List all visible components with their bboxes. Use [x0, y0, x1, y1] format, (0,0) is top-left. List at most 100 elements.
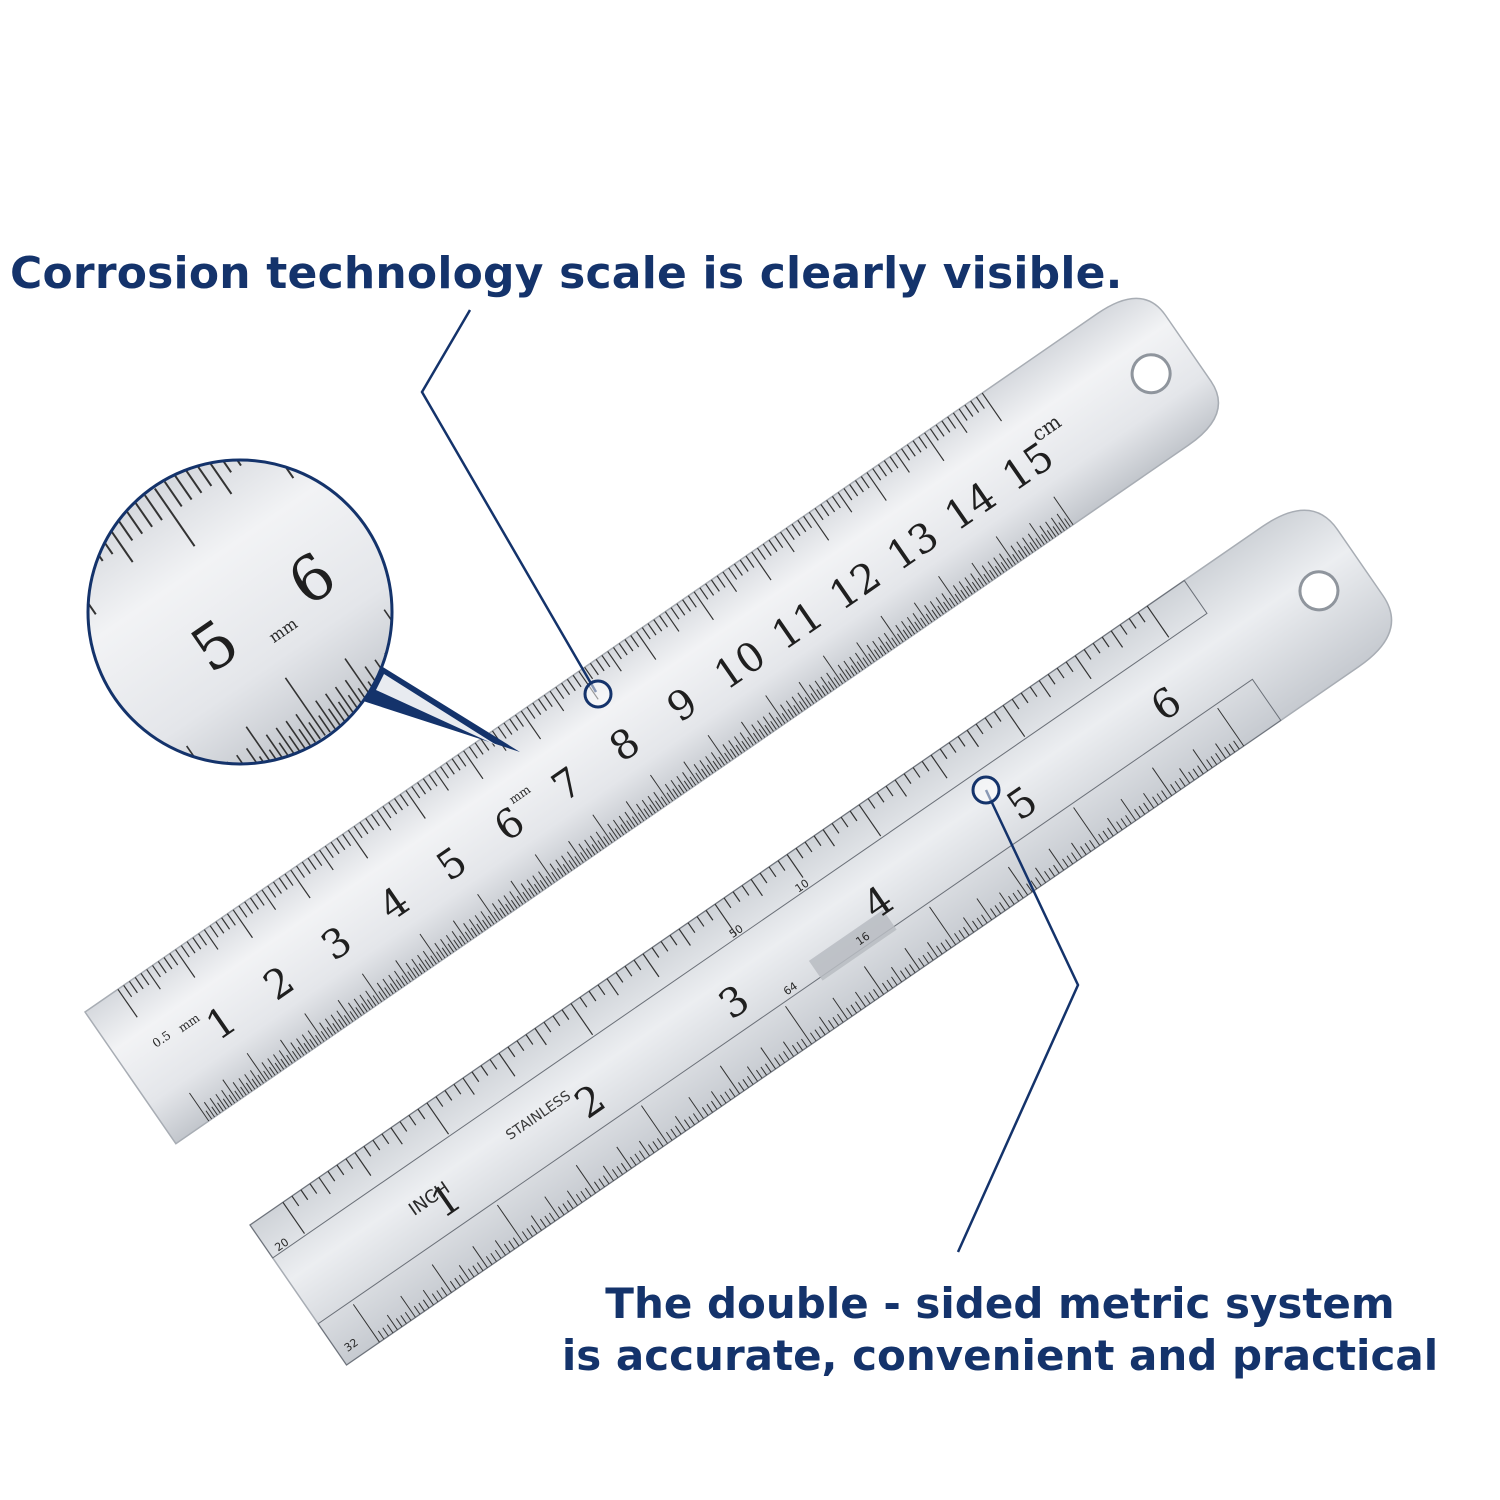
- inch-tick-bottom: [990, 908, 997, 918]
- metric-tick-bottom: [765, 695, 786, 724]
- metric-tick-top: [382, 806, 392, 819]
- inch-tick-bottom: [1007, 866, 1029, 896]
- metric-tick-top: [376, 810, 392, 831]
- metric-tick-bottom: [595, 831, 607, 848]
- inch-tick-bottom: [999, 902, 1006, 911]
- metric-tick-top: [958, 408, 968, 421]
- inch-tick-bottom: [1017, 889, 1024, 899]
- inch-tick-bottom: [1217, 707, 1245, 747]
- magnifier-tick: [415, 633, 434, 661]
- magnifier-tick: [275, 727, 297, 757]
- inch-tick-bottom: [882, 982, 889, 992]
- metric-tick-top: [762, 543, 772, 556]
- metric-tick-bottom: [440, 938, 452, 955]
- magnifier-tick: [536, 566, 547, 582]
- metric-tick-bottom: [307, 1030, 319, 1046]
- inch-ticks-top: [282, 605, 1170, 1234]
- metric-tick-bottom: [497, 899, 509, 915]
- inch-tick-bottom: [850, 1004, 858, 1014]
- metric-tick-top: [924, 432, 945, 462]
- magnifier-tick: [494, 578, 513, 606]
- magnifier-tick: [437, 634, 448, 650]
- inch-tick-top: [417, 1108, 426, 1120]
- metric-tick-bottom: [211, 1106, 218, 1116]
- metric-tick-top: [826, 500, 836, 513]
- metric-tick-top: [555, 686, 565, 700]
- metric-tick-bottom: [394, 970, 406, 987]
- metric-tick-top: [365, 818, 375, 831]
- magnifier-tick: [111, 859, 122, 875]
- metric-tick-bottom: [843, 660, 855, 677]
- metric-tick-bottom: [566, 851, 578, 867]
- metric-tick-top: [883, 460, 893, 473]
- metric-tick-bottom: [891, 637, 898, 647]
- metric-tick-bottom: [222, 1079, 239, 1102]
- metric-tick-top: [152, 965, 161, 978]
- metric-tick-bottom: [855, 652, 867, 669]
- metric-tick-bottom: [320, 1030, 328, 1040]
- metric-tick-top: [405, 790, 426, 819]
- metric-tick-top: [849, 484, 859, 497]
- metric-tick-bottom: [822, 685, 829, 694]
- metric-tick-top: [670, 607, 680, 620]
- inch-tick-bottom: [746, 1075, 754, 1085]
- metric-tick-top: [693, 591, 714, 621]
- metric-tick-top: [509, 718, 519, 731]
- inch-tick-bottom: [868, 992, 876, 1001]
- metric-tick-top: [757, 547, 766, 560]
- magnifier-tick: [32, 913, 43, 929]
- metric-tick-bottom: [1056, 513, 1068, 530]
- magnifier-tick: [101, 866, 112, 882]
- inch-tick-bottom: [719, 1065, 740, 1095]
- magnifier-tick: [585, 532, 596, 548]
- inch-tick-top: [336, 1164, 345, 1176]
- metric-tick-bottom: [522, 891, 529, 901]
- inch-tick-bottom: [494, 1249, 502, 1259]
- magnifier-tick: [464, 598, 483, 626]
- metric-tick-bottom: [278, 1050, 290, 1066]
- metric-tick-bottom: [837, 664, 849, 681]
- metric-hang-hole: [1130, 353, 1172, 395]
- metric-tick-top: [878, 464, 887, 477]
- magnifier-tick: [533, 551, 552, 579]
- metric-tick-bottom: [924, 605, 936, 621]
- bottom-leader-line: [956, 789, 1080, 1253]
- magnifier-tick: [487, 600, 498, 616]
- metric-tick-bottom: [994, 565, 1002, 575]
- metric-tick-bottom: [280, 1058, 287, 1068]
- inch-tick-bottom: [526, 1228, 533, 1237]
- inch-tick-bottom: [755, 1069, 763, 1079]
- inch-tick-top: [1038, 680, 1052, 698]
- magnifier-tick: [298, 728, 312, 747]
- inch-tick-bottom: [900, 970, 907, 980]
- inch-tick-bottom: [400, 1315, 407, 1324]
- metric-tick-top: [906, 444, 916, 457]
- inch-tick-bottom: [352, 1304, 380, 1343]
- inch-tick-top: [822, 829, 835, 847]
- metric-tick-bottom: [672, 788, 679, 798]
- metric-tick-top: [584, 666, 594, 680]
- inch-tick-bottom: [404, 1311, 412, 1321]
- metric-tick-bottom: [625, 801, 642, 824]
- metric-tick-top: [918, 436, 928, 449]
- metric-tick-bottom: [613, 819, 625, 836]
- magnifier-tick: [62, 893, 73, 909]
- inch-tick-bottom: [616, 1166, 623, 1175]
- inch-scale-window: [808, 909, 897, 981]
- inch-tick-top: [750, 878, 763, 897]
- metric-tick-bottom: [839, 673, 846, 683]
- inch-tick-top: [579, 996, 588, 1008]
- inch-tick-bottom: [521, 1231, 529, 1241]
- inch-tick-bottom: [1143, 802, 1150, 812]
- metric-tick-bottom: [693, 764, 705, 780]
- metric-tick-bottom: [482, 919, 489, 929]
- inch-tick-bottom: [760, 1066, 768, 1076]
- metric-tick-bottom: [880, 615, 901, 645]
- metric-tick-top: [699, 587, 709, 600]
- magnifier-tick: [89, 857, 108, 885]
- magnifier-tick: [88, 542, 94, 569]
- inch-tick-bottom: [958, 930, 966, 939]
- inch-tick-top: [372, 1139, 381, 1151]
- inch-tick-bottom: [1107, 817, 1119, 834]
- metric-tick-bottom: [758, 728, 766, 738]
